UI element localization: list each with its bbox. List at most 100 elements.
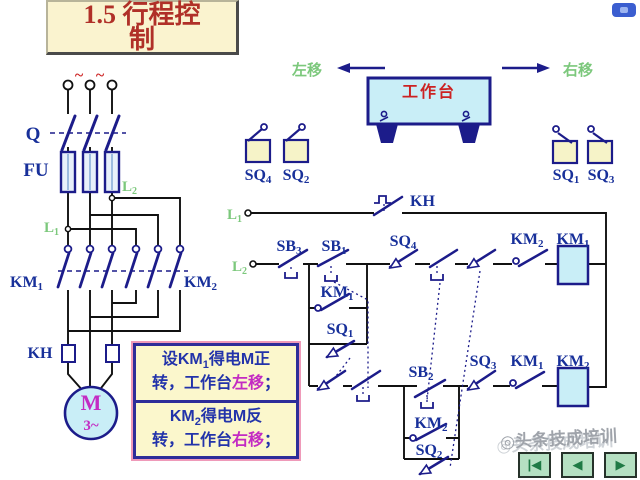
km1-aux-label: KM1 [320, 284, 353, 303]
worktable-foot [376, 124, 398, 143]
q-label: Q [26, 124, 41, 145]
contact-hinge [63, 244, 73, 254]
motor-phase: 3~ [83, 418, 99, 434]
l1-junction [64, 225, 72, 233]
kh-thermal-relay: KH [28, 344, 120, 363]
note-sub: 2 [194, 415, 201, 428]
sq3-pair-label: SQ3 [588, 167, 615, 186]
km1-interlock-label: KM1 [510, 353, 543, 372]
note-highlight: 右移 [231, 431, 264, 449]
fu-label: FU [23, 160, 49, 181]
km-levers [56, 251, 183, 289]
sq-arrowhead [466, 257, 481, 270]
nav-next-button[interactable]: ▶ [604, 452, 637, 478]
contact-hinge [314, 304, 322, 312]
sq-lever [557, 132, 608, 144]
note-highlight: 左移 [231, 375, 264, 393]
control-circuit: L1 L2 KH [227, 193, 607, 476]
title-line-1: 1.5 行程控 [83, 0, 201, 29]
sq2-no-label: SQ2 [416, 442, 443, 461]
page-title: 1.5 行程控 制 [46, 0, 239, 55]
forward-icon: ▶ [615, 457, 626, 472]
km2-coil-label: KM2 [556, 353, 590, 372]
sq-roller [552, 125, 560, 133]
sq4-box [244, 138, 272, 164]
sb1-label: SB1 [321, 238, 346, 257]
contact-hinge [85, 244, 95, 254]
worktable-label: 工作台 [402, 82, 456, 101]
sb2-label: SB2 [408, 364, 434, 383]
contact-hinge [509, 379, 517, 387]
worktable-foot [458, 124, 480, 143]
sq-arrowhead [466, 379, 481, 392]
ac-symbol: ~ [96, 67, 105, 84]
limit-switch-left-pair: SQ4 SQ2 [244, 123, 310, 186]
motor-circle [63, 385, 119, 441]
sq-arrowhead [325, 346, 340, 358]
kh-ctrl-label: KH [410, 193, 435, 210]
back-icon: ◀ [572, 457, 583, 472]
contact-hinge [175, 244, 185, 254]
move-left-label: 左移 [291, 61, 322, 79]
main-circuit: ~ ~ Q FU L1 L2 [10, 67, 218, 441]
l2-terminal [249, 260, 257, 268]
sq1-pair-label: SQ1 [553, 167, 580, 186]
note-text: ； [264, 431, 281, 449]
fuse-wires [67, 154, 113, 190]
motor: M 3~ [63, 385, 119, 441]
kh-heater [61, 344, 76, 363]
skip-back-icon: |◀ [527, 457, 542, 472]
contact-levers [277, 195, 549, 476]
main-wires [67, 89, 181, 393]
motor-m: M [81, 390, 102, 415]
l1-label-ctrl: L1 [227, 207, 242, 225]
nav-prev-button[interactable]: ◀ [561, 452, 594, 478]
kh-break-symbol [374, 195, 391, 204]
l1-terminal [244, 209, 252, 217]
ac-symbol: ~ [75, 67, 84, 84]
l2-label-main: L2 [122, 179, 137, 197]
km2-interlock-label: KM2 [510, 231, 544, 250]
dog-roller [380, 110, 388, 118]
supply-terminal [62, 79, 74, 91]
note-text: 转，工作台 [151, 431, 232, 449]
note-text: 转，工作台 [151, 375, 232, 393]
right-arrow-head [537, 63, 550, 73]
sq-roller [587, 125, 595, 133]
nav-first-button[interactable]: |◀ [518, 452, 551, 478]
contact-hinge [153, 244, 163, 254]
note-text: KM [169, 407, 195, 425]
sq-arrowhead [316, 379, 331, 392]
worktable: 左移 右移 工作台 [291, 61, 593, 143]
sq4-ctrl-label: SQ4 [390, 233, 417, 252]
km2-coil [556, 366, 590, 408]
km2-aux-label: KM2 [414, 415, 448, 434]
km1-coil-label: KM1 [556, 231, 589, 250]
sq-arrowhead [388, 257, 403, 270]
sq1-no-label: SQ1 [327, 321, 354, 340]
note-row-2: KM2得电M反 转，工作台右移； [136, 399, 296, 457]
corner-badge-icon[interactable] [612, 3, 636, 17]
dog-roller [462, 110, 470, 118]
sq-arrowhead [418, 463, 433, 475]
note-sub: 1 [202, 359, 209, 372]
sq2-box [282, 138, 310, 164]
km2-main-label: KM2 [184, 274, 218, 293]
sq1-box [551, 139, 579, 165]
sq-roller [260, 123, 268, 131]
l2-label-ctrl: L2 [232, 259, 247, 277]
note-text: 得电M反 [200, 407, 263, 425]
control-wires [251, 212, 607, 460]
sq3-label: SQ3 [470, 353, 497, 372]
km1-coil [556, 244, 590, 286]
sq-roller [298, 123, 306, 131]
supply-terminal [84, 79, 96, 91]
l2-junction [108, 194, 116, 202]
note-text: ； [264, 375, 281, 393]
left-arrow-head [337, 63, 350, 73]
contact-hinge [107, 244, 117, 254]
note-text: 得电M正 [208, 351, 271, 368]
limit-switch-right-pair: SQ1 SQ3 [551, 125, 615, 186]
